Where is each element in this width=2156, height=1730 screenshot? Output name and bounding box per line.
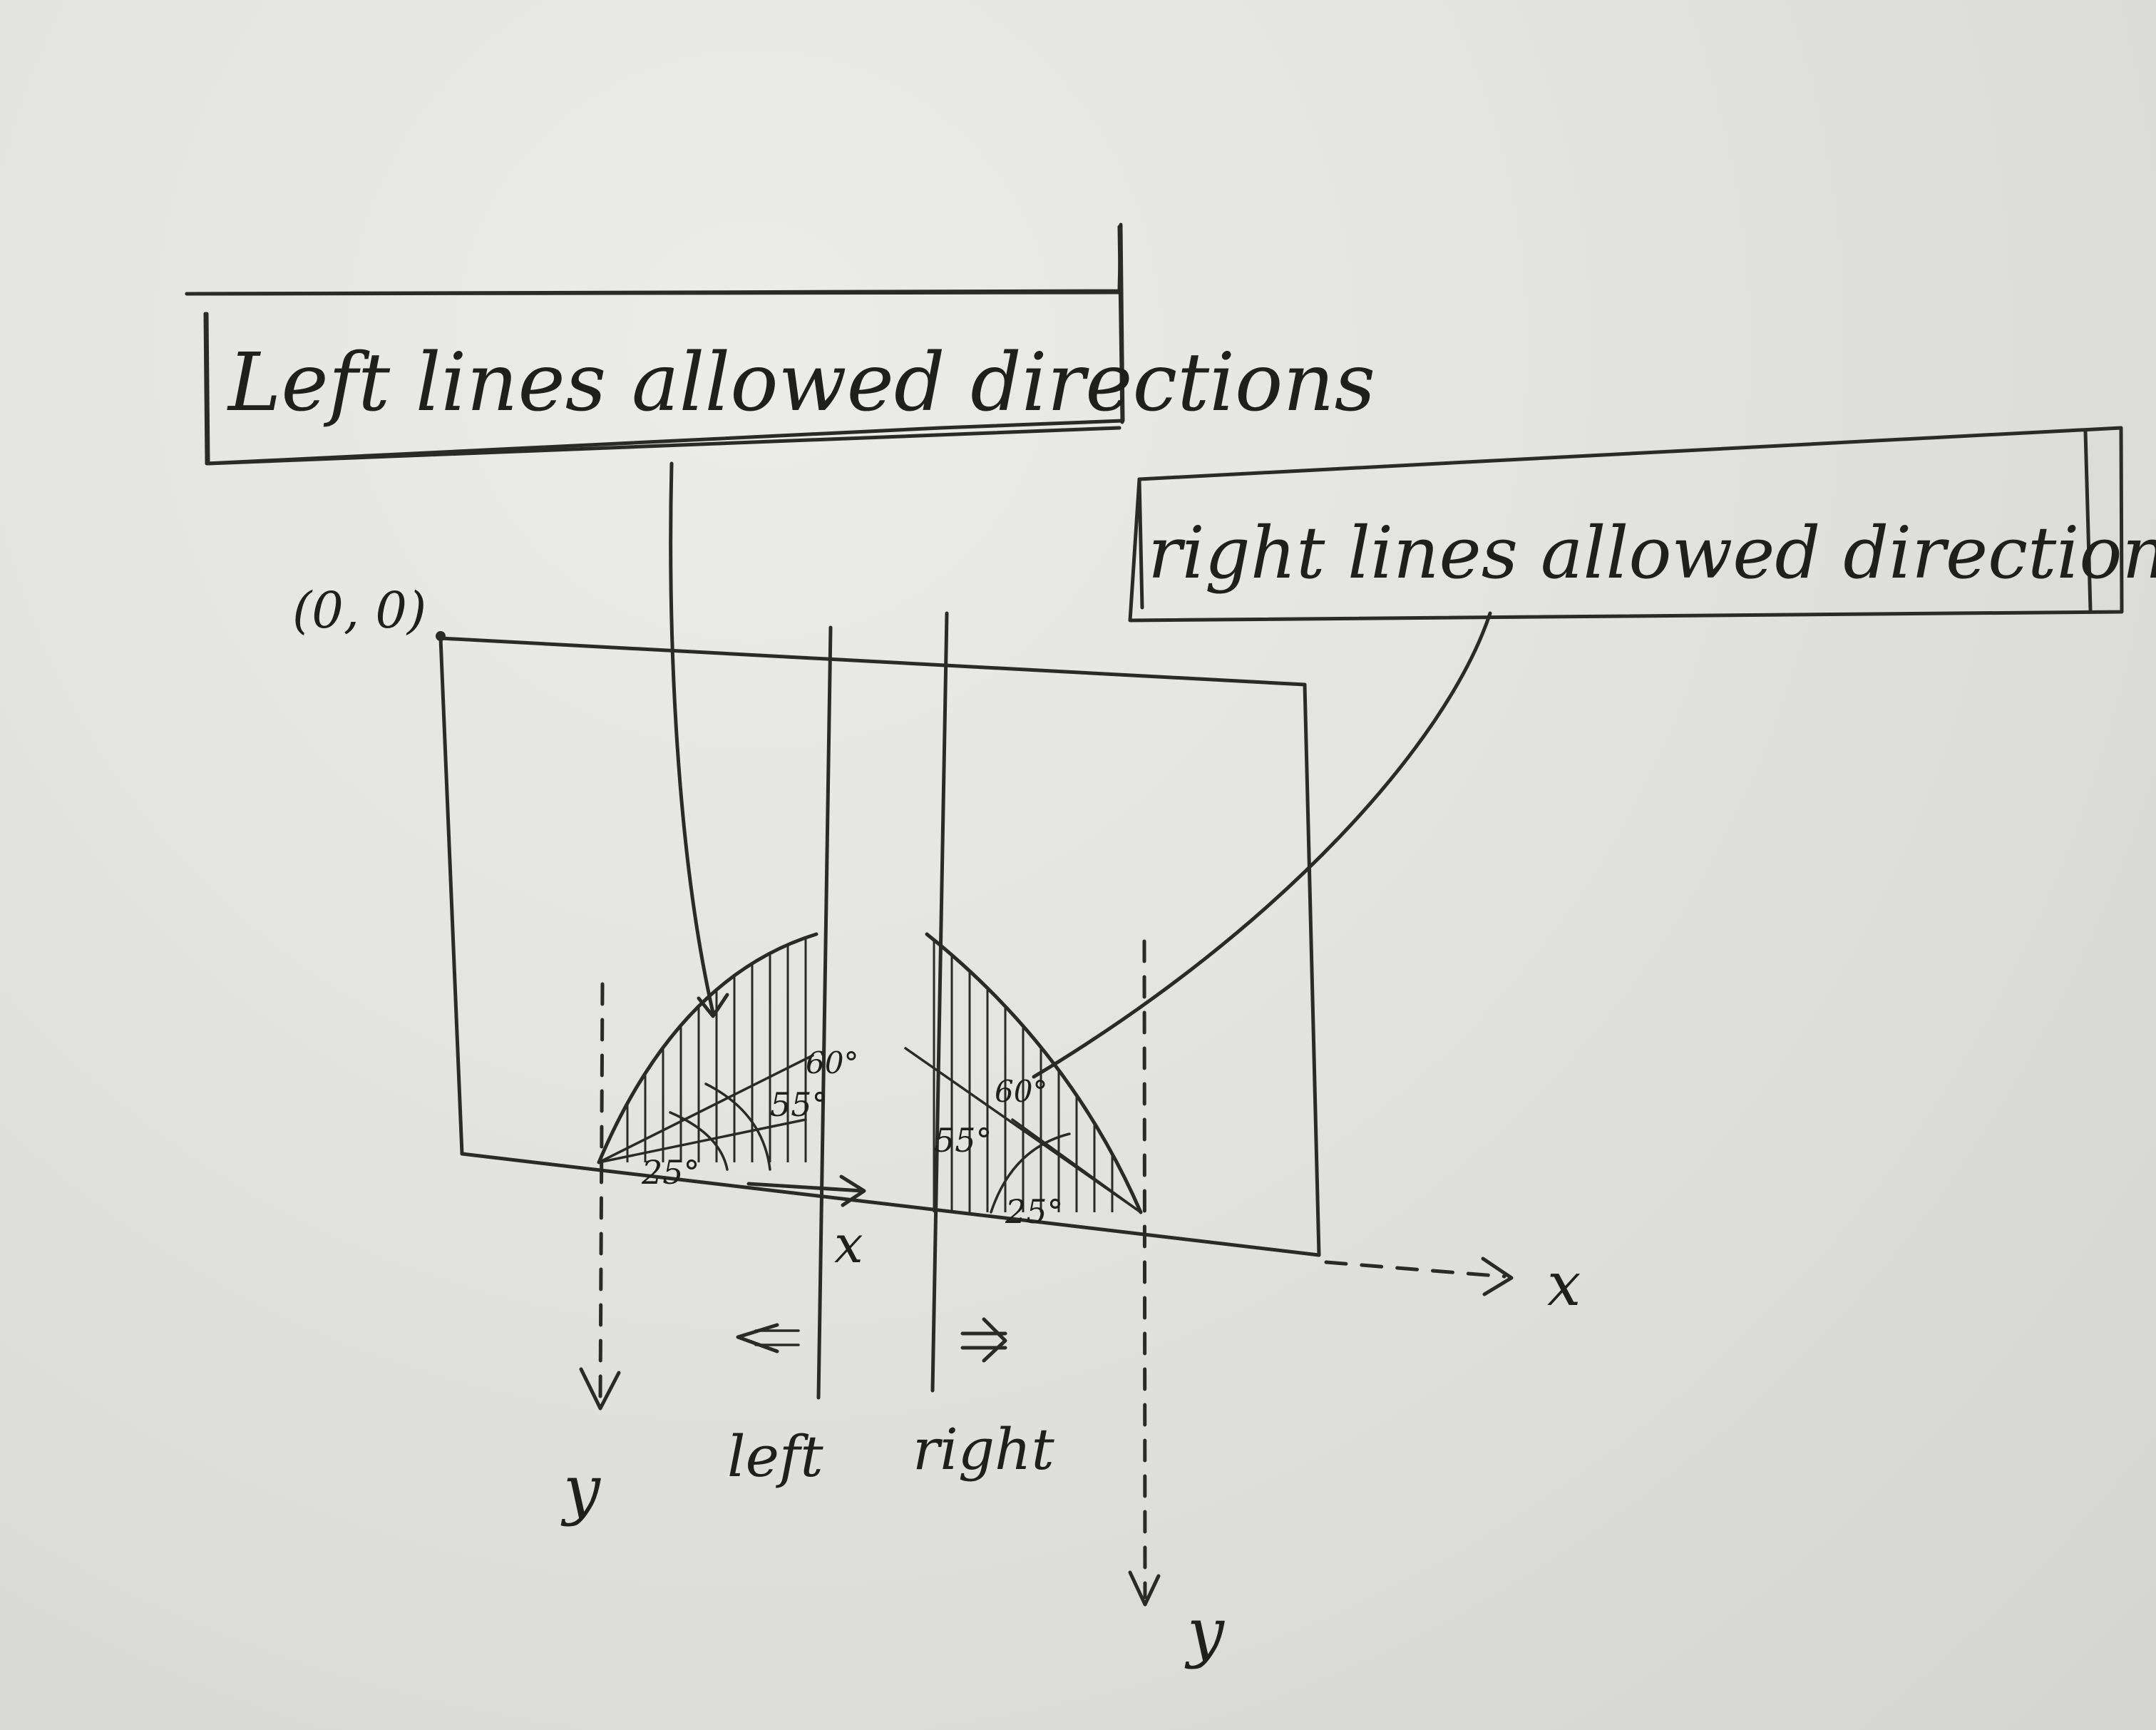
left-y-arrow [579, 1367, 621, 1411]
right-directions-label: right lines allowed directions [1148, 511, 2156, 595]
left-y-label: y [560, 1451, 601, 1527]
right-line [930, 611, 949, 1393]
inner-x-axis [746, 1182, 865, 1193]
right-sector: 25° 55° 60° [904, 932, 1143, 1231]
left-direction-arrow [736, 1323, 800, 1353]
right-y-label: y [1184, 1594, 1225, 1670]
outer-x-arrow [1481, 1256, 1514, 1296]
left-directions-label: Left lines allowed directions [227, 337, 1375, 429]
right-angle-25: 25° [1005, 1192, 1064, 1231]
outer-x-axis [1324, 1260, 1506, 1279]
left-angle-55: 55° [770, 1085, 828, 1124]
left-sector: 25° 55° 60° [597, 932, 858, 1192]
outer-x-label: x [1547, 1249, 1581, 1319]
right-direction-arrow [960, 1317, 1007, 1363]
left-line-label: left [727, 1423, 824, 1490]
right-directions-callout: right lines allowed directions [1032, 426, 2156, 1079]
left-directions-callout: Left lines allowed directions [185, 222, 1375, 1018]
right-line-label: right [913, 1416, 1055, 1483]
left-y-axis [598, 982, 605, 1400]
left-line [816, 625, 833, 1400]
right-y-axis [1142, 939, 1147, 1600]
right-angle-55: 55° [934, 1121, 992, 1160]
origin-label: (0, 0) [292, 581, 426, 640]
inner-x-arrow [839, 1174, 866, 1207]
right-y-arrow [1128, 1570, 1161, 1607]
left-angle-25: 25° [641, 1153, 700, 1192]
inner-x-label: x [834, 1214, 863, 1274]
left-angle-60: 60° [806, 1045, 858, 1080]
right-angle-60: 60° [995, 1074, 1047, 1109]
image-frame [438, 636, 1321, 1257]
